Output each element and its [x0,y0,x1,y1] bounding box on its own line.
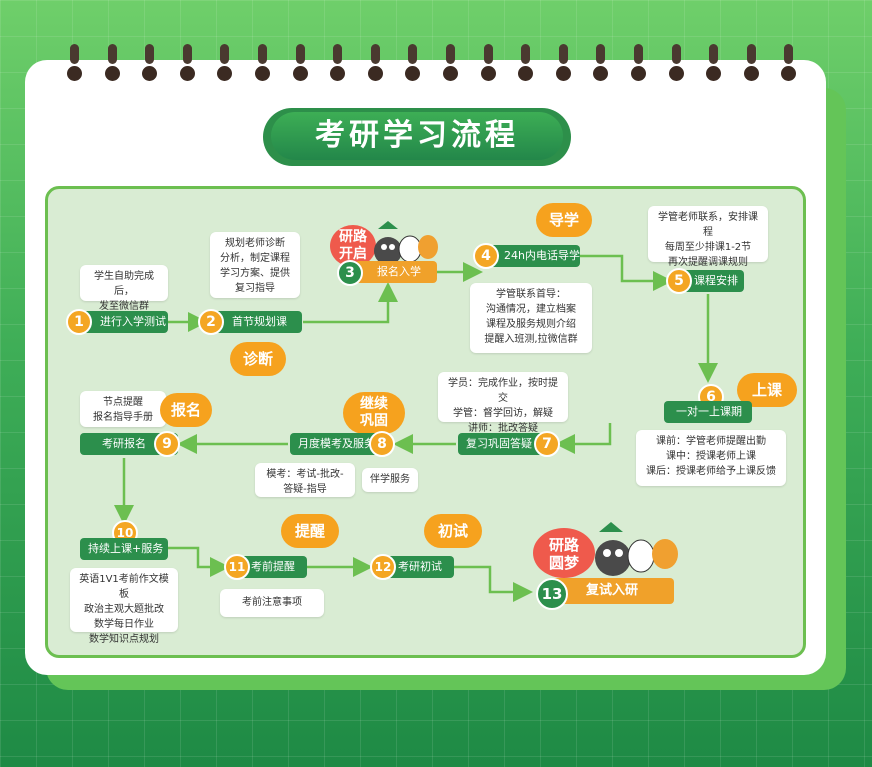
step-9-number: 9 [154,431,180,457]
step-8-label: 月度模考及服务 [298,437,375,450]
mascot-group-2-icon [595,522,678,576]
step-9-bar[interactable]: 考研报名 [80,433,178,455]
step-10-note: 英语1V1考前作文模板 政治主观大题批改 数学每日作业 数学知识点规划 [70,568,178,645]
tag-initial-exam: 初试 [424,514,482,548]
step-6-bar[interactable]: 一对一上课期 [664,401,752,423]
tag-continue: 继续 巩固 [343,392,405,434]
mascot-group-icon [374,221,438,265]
binding-ring [330,44,346,81]
step-6-label: 一对一上课期 [676,405,742,418]
binding-ring [631,44,646,81]
tag-register: 报名 [160,393,212,427]
step-8-note-2: 伴学服务 [362,468,418,492]
tag-reminder: 提醒 [281,514,339,548]
binding-ring [142,44,158,81]
step-9-label: 考研报名 [102,437,146,450]
page-title: 考研学习流程 [271,112,563,160]
step-8-note: 模考：考试-批改- 答疑-指导 [255,463,355,497]
step-4-label: 24h内电话导学 [504,249,580,262]
tag-dream: 研路 圆梦 [533,528,595,578]
step-4-note: 学管联系首导： 沟通情况，建立档案 课程及服务规则介绍 提醒入班测,拉微信群 [470,283,592,353]
step-1-label: 进行入学测试 [100,315,166,328]
step-10-label: 持续上课+服务 [88,542,164,555]
step-2-number: 2 [198,309,224,335]
arrow-4-5 [580,254,673,291]
step-5-number: 5 [666,268,692,294]
binding-ring [781,44,797,81]
step-13-number: 13 [536,578,568,610]
step-9-note: 节点提醒 报名指导手册 [80,391,166,427]
step-7-label: 复习巩固答疑 [466,437,532,450]
binding-ring [292,44,308,81]
arrow-10-11 [168,546,230,577]
step-2-note: 规划老师诊断 分析，制定课程 学习方案、提供 复习指导 [210,232,300,298]
binding-ring [743,44,759,81]
step-1-note: 学生自助完成后， 发至微信群 [80,265,168,312]
step-7-bar[interactable]: 复习巩固答疑 [458,433,556,455]
step-5-note: 学管老师联系，安排课程 每周至少排课1-2节 再次提醒调课规则 [648,206,768,268]
step-3-label: 报名入学 [377,265,421,278]
step-7-note: 学员：完成作业，按时提交 学管：督学回访，解疑 讲师：批改答疑 [438,372,568,434]
step-5-label: 课程安排 [694,274,738,287]
step-11-note: 考前注意事项 [220,589,324,617]
arrow-2-3 [303,282,398,324]
binding-ring [555,44,571,81]
step-12-number: 12 [370,554,396,580]
step-8-bar[interactable]: 月度模考及服务 [290,433,388,455]
binding-ring [179,44,195,81]
arrow-12-13 [454,565,533,602]
step-2-label: 首节规划课 [232,315,287,328]
tag-diagnosis: 诊断 [230,342,286,376]
step-8-number: 8 [369,431,395,457]
binding-ring [217,44,233,81]
binding-ring [668,44,684,81]
step-6-note: 课前：学管老师提醒出勤 课中：授课老师上课 课后：授课老师给予上课反馈 [636,430,786,486]
binding-ring [480,44,496,81]
step-1-number: 1 [66,309,92,335]
binding-ring [255,44,270,81]
step-4-number: 4 [473,243,499,269]
step-1-bar[interactable]: 进行入学测试 [78,311,168,333]
binding-ring [518,44,534,81]
step-12-label: 考研初试 [398,560,442,573]
step-3-bar[interactable]: 报名入学 [355,261,437,283]
arrow-6-7 [555,423,612,454]
step-4-bar[interactable]: 24h内电话导学 [482,245,580,267]
binding-ring [593,44,609,81]
step-13-label: 复试入研 [586,583,639,598]
binding-ring [104,44,120,81]
step-7-number: 7 [534,431,560,457]
step-2-bar[interactable]: 首节规划课 [210,311,302,333]
binding-ring [443,44,458,81]
step-13-bar[interactable]: 复试入研 [552,578,674,604]
step-12-bar[interactable]: 考研初试 [376,556,454,578]
step-11-number: 11 [224,554,250,580]
binding-ring [367,44,383,81]
tag-guidance: 导学 [536,203,592,237]
step-3-number: 3 [337,260,363,286]
step-10-bar[interactable]: 持续上课+服务 [80,538,168,560]
step-11-label: 考前提醒 [251,560,295,573]
binding-ring [405,44,421,81]
binding-ring [67,44,82,81]
binding-ring [706,44,722,81]
